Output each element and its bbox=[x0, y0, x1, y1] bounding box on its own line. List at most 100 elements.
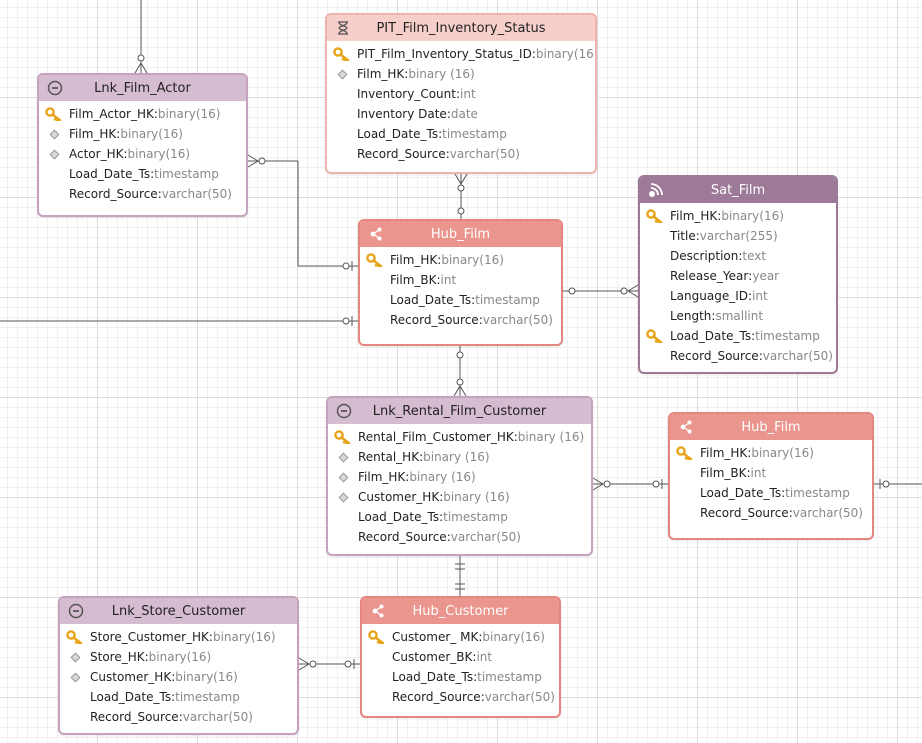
primary-key-icon bbox=[640, 209, 670, 223]
field-separator: : bbox=[150, 167, 155, 181]
entity-header[interactable]: Hub_Customer bbox=[362, 598, 559, 624]
field-type: binary(16) bbox=[751, 446, 814, 460]
field-row-record-source[interactable]: Record_Source: varchar(50) bbox=[362, 687, 559, 707]
field-name: Film_BK bbox=[700, 466, 747, 480]
field-row-description[interactable]: Description: text bbox=[640, 246, 836, 266]
field-row-customer-mk[interactable]: Customer_ MK: binary(16) bbox=[362, 627, 559, 647]
field-row-rental-film-customer-hk[interactable]: Rental_Film_Customer_HK: binary (16) bbox=[328, 427, 591, 447]
field-row-length[interactable]: Length: smallint bbox=[640, 306, 836, 326]
wire-store-customer-crow bbox=[298, 657, 310, 665]
entity-header[interactable]: Lnk_Store_Customer bbox=[60, 598, 297, 624]
field-row-record-source[interactable]: Record_Source: varchar(50) bbox=[640, 346, 836, 366]
entity-title: Lnk_Store_Customer bbox=[111, 603, 246, 619]
wire-store-customer-crow bbox=[298, 663, 310, 671]
field-row-load-date-ts[interactable]: Load_Date_Ts: timestamp bbox=[60, 687, 297, 707]
entity-header[interactable]: Lnk_Rental_Film_Customer bbox=[328, 398, 591, 424]
field-row-film-hk[interactable]: Film_HK: binary(16) bbox=[670, 443, 872, 463]
entity-header[interactable]: Hub_Film bbox=[670, 414, 872, 440]
field-separator: : bbox=[781, 486, 786, 500]
field-row-record-source[interactable]: Record_Source: varchar(50) bbox=[360, 310, 561, 330]
field-separator: : bbox=[439, 510, 444, 524]
field-type: timestamp bbox=[175, 690, 240, 704]
field-type: timestamp bbox=[785, 486, 850, 500]
field-name: Film_HK bbox=[69, 127, 117, 141]
field-row-customer-hk[interactable]: Customer_HK: binary (16) bbox=[328, 487, 591, 507]
field-name: Load_Date_Ts bbox=[90, 690, 172, 704]
field-row-load-date-ts[interactable]: Load_Date_Ts: timestamp bbox=[360, 290, 561, 310]
field-row-film-bk[interactable]: Film_BK: int bbox=[670, 463, 872, 483]
field-row-record-source[interactable]: Record_Source: varchar(50) bbox=[327, 144, 595, 164]
field-separator: : bbox=[445, 147, 450, 161]
field-type: int bbox=[476, 650, 493, 664]
field-row-film-hk[interactable]: Film_HK: binary(16) bbox=[39, 124, 246, 144]
entity-header[interactable]: Hub_Film bbox=[360, 221, 561, 247]
field-row-load-date-ts[interactable]: Load_Date_Ts: timestamp bbox=[640, 326, 836, 346]
field-row-film-hk[interactable]: Film_HK: binary (16) bbox=[327, 64, 595, 84]
field-row-rental-hk[interactable]: Rental_HK: binary (16) bbox=[328, 447, 591, 467]
field-row-actor-hk[interactable]: Actor_HK: binary(16) bbox=[39, 144, 246, 164]
field-row-film-hk[interactable]: Film_HK: binary (16) bbox=[328, 467, 591, 487]
field-row-load-date-ts[interactable]: Load_Date_Ts: timestamp bbox=[362, 667, 559, 687]
field-row-customer-hk[interactable]: Customer_HK: binary(16) bbox=[60, 667, 297, 687]
entity-header[interactable]: Lnk_Film_Actor bbox=[39, 75, 246, 101]
field-type: binary(16) bbox=[127, 147, 191, 161]
field-row-store-hk[interactable]: Store_HK: binary(16) bbox=[60, 647, 297, 667]
field-row-release-year[interactable]: Release_Year: year bbox=[640, 266, 836, 286]
field-separator: : bbox=[473, 670, 478, 684]
field-separator: : bbox=[436, 273, 441, 287]
wire-hubfilm-sat-circle2 bbox=[620, 287, 628, 295]
field-row-film-hk[interactable]: Film_HK: binary(16) bbox=[640, 206, 836, 226]
field-type: int bbox=[460, 87, 476, 101]
field-row-film-bk[interactable]: Film_BK: int bbox=[360, 270, 561, 290]
field-type: binary (16) bbox=[408, 67, 475, 81]
field-row-language-id[interactable]: Language_ID: int bbox=[640, 286, 836, 306]
wire-actor-hubfilm-circle2 bbox=[342, 262, 350, 270]
field-separator: : bbox=[144, 650, 149, 664]
wire-hubfilm-sat-crow bbox=[627, 290, 639, 298]
field-separator: : bbox=[788, 506, 793, 520]
field-row-load-date-ts[interactable]: Load_Date_Ts: timestamp bbox=[328, 507, 591, 527]
field-name: Load_Date_Ts bbox=[392, 670, 474, 684]
entity-title: Sat_Film bbox=[710, 182, 766, 198]
field-row-record-source[interactable]: Record_Source: varchar(50) bbox=[60, 707, 297, 727]
field-type: timestamp bbox=[442, 127, 507, 141]
field-name: PIT_Film_Inventory_Status_ID bbox=[357, 47, 532, 61]
field-row-film-actor-hk[interactable]: Film_Actor_HK: binary(16) bbox=[39, 104, 246, 124]
wire-left-hubfilm-circle bbox=[342, 317, 350, 325]
field-row-film-hk[interactable]: Film_HK: binary(16) bbox=[360, 250, 561, 270]
field-separator: : bbox=[405, 470, 410, 484]
entity-header[interactable]: PIT_Film_Inventory_Status bbox=[327, 15, 595, 41]
field-row-record-source[interactable]: Record_Source: varchar(50) bbox=[670, 503, 872, 523]
hub-icon bbox=[368, 226, 384, 242]
field-type: date bbox=[450, 107, 478, 121]
entity-header[interactable]: Sat_Film bbox=[640, 177, 836, 203]
field-type: timestamp bbox=[154, 167, 219, 181]
foreign-key-diamond-icon bbox=[327, 69, 357, 79]
field-row-load-date-ts[interactable]: Load_Date_Ts: timestamp bbox=[39, 164, 246, 184]
field-row-title[interactable]: Title: varchar(255) bbox=[640, 226, 836, 246]
field-name: Record_Source bbox=[670, 349, 759, 363]
field-separator: : bbox=[455, 87, 460, 101]
field-row-inventory-count[interactable]: Inventory_Count: int bbox=[327, 84, 595, 104]
field-row-record-source[interactable]: Record_Source: varchar(50) bbox=[39, 184, 246, 204]
field-row-load-date-ts[interactable]: Load_Date_Ts: timestamp bbox=[327, 124, 595, 144]
field-row-pit-film-inventory-status-id[interactable]: PIT_Film_Inventory_Status_ID: binary(16) bbox=[327, 44, 595, 64]
field-row-load-date-ts[interactable]: Load_Date_Ts: timestamp bbox=[670, 483, 872, 503]
field-row-record-source[interactable]: Record_Source: varchar(50) bbox=[328, 527, 591, 547]
field-row-inventory-date[interactable]: Inventory Date: date bbox=[327, 104, 595, 124]
field-row-customer-bk[interactable]: Customer_BK: int bbox=[362, 647, 559, 667]
field-name: Load_Date_Ts bbox=[69, 167, 151, 181]
field-row-store-customer-hk[interactable]: Store_Customer_HK: binary(16) bbox=[60, 627, 297, 647]
field-type: varchar(50) bbox=[161, 187, 232, 201]
field-type: binary (16) bbox=[517, 430, 585, 444]
wire-hubfilm2-right-circle bbox=[882, 480, 890, 488]
